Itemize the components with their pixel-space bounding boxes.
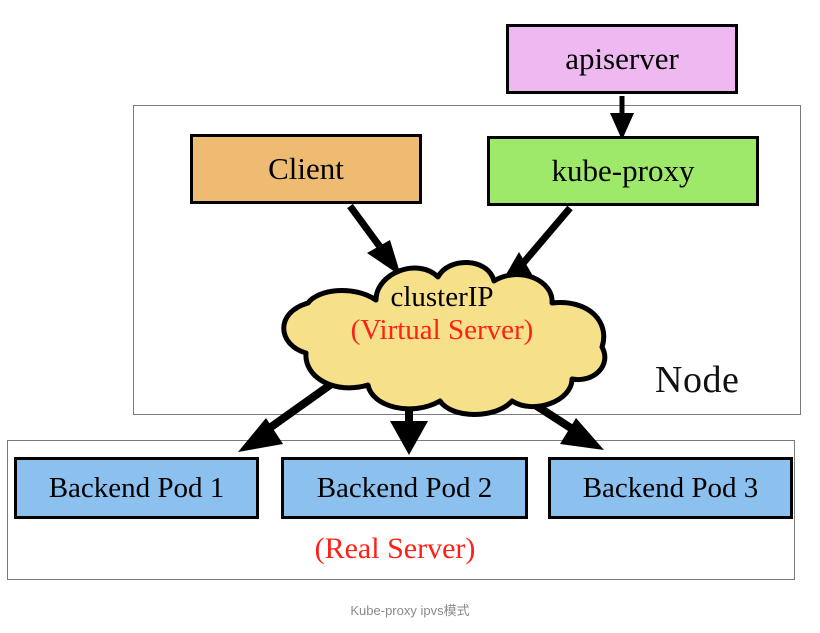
kube-proxy-label: kube-proxy	[551, 152, 695, 188]
client-node[interactable]: Client	[190, 134, 422, 204]
node-container-label: Node	[655, 359, 740, 401]
cloud-shape-icon	[281, 260, 608, 417]
backend-pod-2-label: Backend Pod 2	[316, 471, 493, 504]
real-server-annotation: (Real Server)	[314, 532, 476, 565]
backend-pod-1[interactable]: Backend Pod 1	[14, 457, 259, 519]
backend-pod-1-label: Backend Pod 1	[48, 471, 225, 504]
kube-proxy-node[interactable]: kube-proxy	[487, 136, 759, 206]
client-label: Client	[268, 150, 344, 186]
backend-pod-3-label: Backend Pod 3	[582, 471, 759, 504]
apiserver-label: apiserver	[565, 40, 679, 76]
clusterip-cloud[interactable]: clusterIP (Virtual Server)	[272, 255, 612, 420]
backend-pod-3[interactable]: Backend Pod 3	[548, 457, 793, 519]
diagram-caption: Kube-proxy ipvs模式	[350, 603, 470, 618]
backend-pod-2[interactable]: Backend Pod 2	[281, 457, 528, 519]
apiserver-node[interactable]: apiserver	[506, 24, 738, 94]
